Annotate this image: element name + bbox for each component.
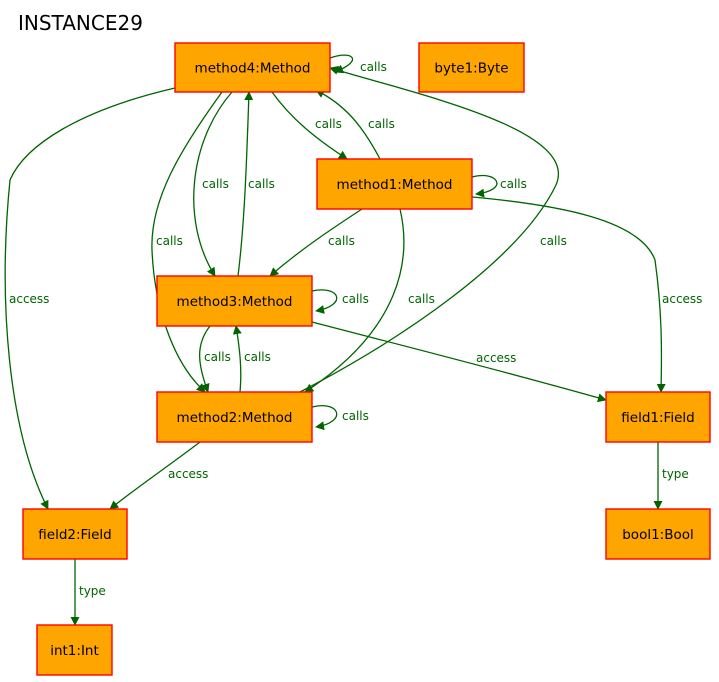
node-box-field1[interactable]: [605, 391, 711, 443]
edge-labels-layer: calls calls calls calls calls calls calls acces…: [9, 60, 702, 598]
node-label-int1: int1:Int: [50, 643, 99, 659]
edge-label-method4-to-method4: calls: [360, 60, 387, 74]
edge-method3-to-method3: [311, 289, 338, 314]
edge-label-field1-to-bool1: type: [662, 467, 689, 481]
node-method3[interactable]: method3:Method: [156, 275, 313, 327]
node-box-method4[interactable]: [174, 42, 331, 93]
nodes-layer: method4:Method byte1:Byte method1:Method me…: [22, 42, 711, 676]
edge-method4-to-method3: [193, 91, 233, 277]
node-field1[interactable]: field1:Field: [605, 391, 711, 443]
diagram-title: INSTANCE29: [18, 11, 143, 35]
edge-label-method4-to-method3: calls: [202, 177, 229, 191]
edge-label-method4-to-field2: access: [9, 292, 49, 306]
node-int1[interactable]: int1:Int: [36, 624, 113, 676]
node-label-method1: method1:Method: [337, 177, 453, 193]
node-box-method3[interactable]: [156, 275, 313, 327]
edge-method1-to-method1: [471, 175, 498, 198]
node-box-byte1[interactable]: [418, 42, 525, 93]
edge-label-method2-to-method3: calls: [244, 350, 271, 364]
node-method2[interactable]: method2:Method: [156, 391, 313, 443]
edge-method2-to-method3: [232, 325, 242, 393]
edge-label-method2-to-method2: calls: [342, 409, 369, 423]
node-method4[interactable]: method4:Method: [174, 42, 331, 93]
node-label-method3: method3:Method: [177, 294, 293, 310]
node-box-method2[interactable]: [156, 391, 313, 443]
edge-method1-to-method4: [315, 89, 381, 160]
edge-label-method1-to-field1: access: [662, 292, 702, 306]
edge-label-method1-to-method3: calls: [328, 234, 355, 248]
edge-method2-to-method4: [299, 66, 559, 393]
edge-label-method4-to-method2: calls: [156, 234, 183, 248]
node-label-bool1: bool1:Bool: [622, 527, 694, 543]
edge-label-method4-to-method1: calls: [315, 117, 342, 131]
node-label-method2: method2:Method: [177, 410, 293, 426]
node-box-field2[interactable]: [22, 508, 128, 560]
node-label-byte1: byte1:Byte: [434, 61, 508, 77]
node-field2[interactable]: field2:Field: [22, 508, 128, 560]
edge-method4-to-method2: [151, 91, 223, 393]
node-bool1[interactable]: bool1:Bool: [605, 508, 711, 560]
edge-label-method1-to-method1: calls: [500, 177, 527, 191]
node-box-int1[interactable]: [36, 624, 113, 676]
edges-layer: [4, 54, 666, 626]
node-label-field2: field2:Field: [38, 527, 111, 543]
edge-method2-to-method2: [311, 405, 338, 431]
edge-method3-to-method4: [237, 91, 254, 277]
node-box-bool1[interactable]: [605, 508, 711, 560]
edge-label-method1-to-method2: calls: [408, 292, 435, 306]
node-byte1[interactable]: byte1:Byte: [418, 42, 525, 93]
node-label-field1: field1:Field: [621, 410, 694, 426]
edge-label-method2-to-method4: calls: [540, 234, 567, 248]
edge-method3-to-method2: [199, 325, 211, 393]
edge-method4-to-field2: [4, 87, 176, 510]
edge-label-method1-to-method4: calls: [368, 117, 395, 131]
edge-label-method3-to-method4: calls: [248, 177, 275, 191]
edge-label-method3-to-method2: calls: [204, 350, 231, 364]
edge-method1-to-method3: [269, 208, 363, 277]
edge-method4-to-method1: [271, 91, 348, 160]
edge-label-field2-to-int1: type: [79, 584, 106, 598]
edge-label-method2-to-field2: access: [168, 467, 208, 481]
edge-method1-to-method2: [304, 208, 405, 393]
node-method1[interactable]: method1:Method: [316, 158, 473, 210]
node-label-method4: method4:Method: [195, 61, 311, 77]
edge-label-method3-to-field1: access: [476, 351, 516, 365]
node-box-method1[interactable]: [316, 158, 473, 210]
edge-method4-to-method4: [329, 54, 354, 74]
edge-method3-to-field1: [311, 321, 607, 403]
edge-label-method3-to-method3: calls: [342, 292, 369, 306]
edge-method1-to-field1: [471, 196, 666, 393]
edge-method2-to-field2: [109, 441, 201, 510]
